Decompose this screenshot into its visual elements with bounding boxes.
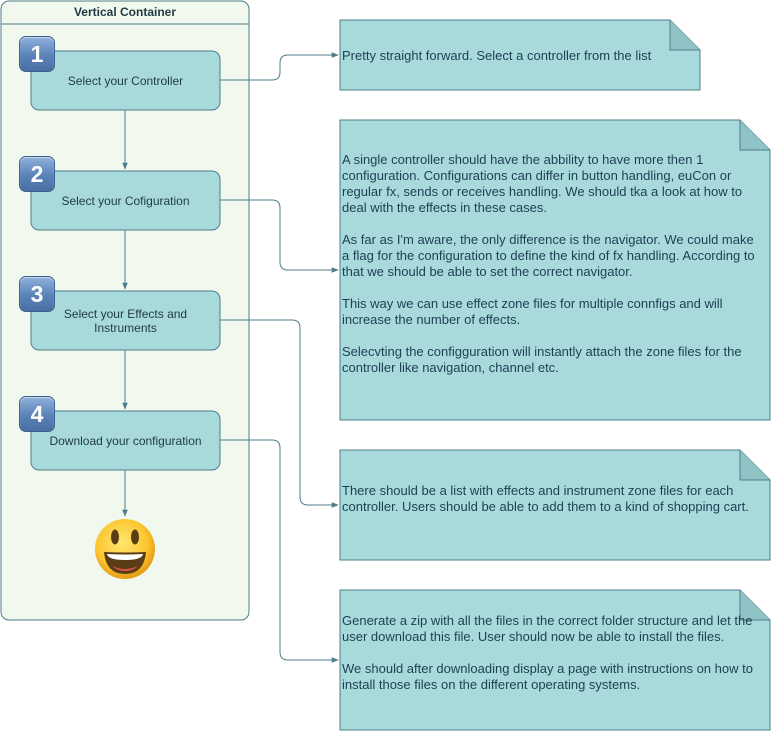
connector-step4-note4 xyxy=(220,439,339,663)
note-4 xyxy=(339,589,771,731)
note-paragraph: Pretty straight forward. Select a contro… xyxy=(342,48,652,63)
step-label-3: Select your Effects and Instruments xyxy=(63,306,188,335)
note-1 xyxy=(339,19,701,91)
note-paragraph: This way we can use effect zone files fo… xyxy=(342,296,723,327)
note-1-text: Pretty straight forward. Select a contro… xyxy=(342,48,662,64)
note-paragraph: We should after downloading display a pa… xyxy=(342,661,753,692)
step-number-badge-3: 3 xyxy=(19,276,55,312)
connector-step3-note3 xyxy=(220,319,339,508)
container-title: Vertical Container xyxy=(73,5,177,19)
step-number-badge-1: 1 xyxy=(19,36,55,72)
step-label-2: Select your Cofiguration xyxy=(61,193,190,208)
connector-step1-note1 xyxy=(220,52,339,81)
step-label-1: Select your Controller xyxy=(67,73,184,88)
note-3-text: There should be a list with effects and … xyxy=(342,483,764,515)
note-paragraph: Generate a zip with all the files in the… xyxy=(342,613,753,644)
step-label-4: Download your configuration xyxy=(49,433,202,448)
note-paragraph: There should be a list with effects and … xyxy=(342,483,749,514)
note-paragraph: Selecvting the configguration will insta… xyxy=(342,344,742,375)
note-2 xyxy=(339,119,771,421)
note-4-text: Generate a zip with all the files in the… xyxy=(342,613,764,693)
smiley-face-icon xyxy=(95,519,155,579)
note-paragraph: A single controller should have the abbi… xyxy=(342,152,743,215)
connector-step2-note2 xyxy=(220,199,339,273)
note-2-text: A single controller should have the abbi… xyxy=(342,152,764,376)
note-paragraph: As far as I'm aware, the only difference… xyxy=(342,232,755,279)
step-number-badge-4: 4 xyxy=(19,396,55,432)
step-number-badge-2: 2 xyxy=(19,156,55,192)
note-3 xyxy=(339,449,771,561)
